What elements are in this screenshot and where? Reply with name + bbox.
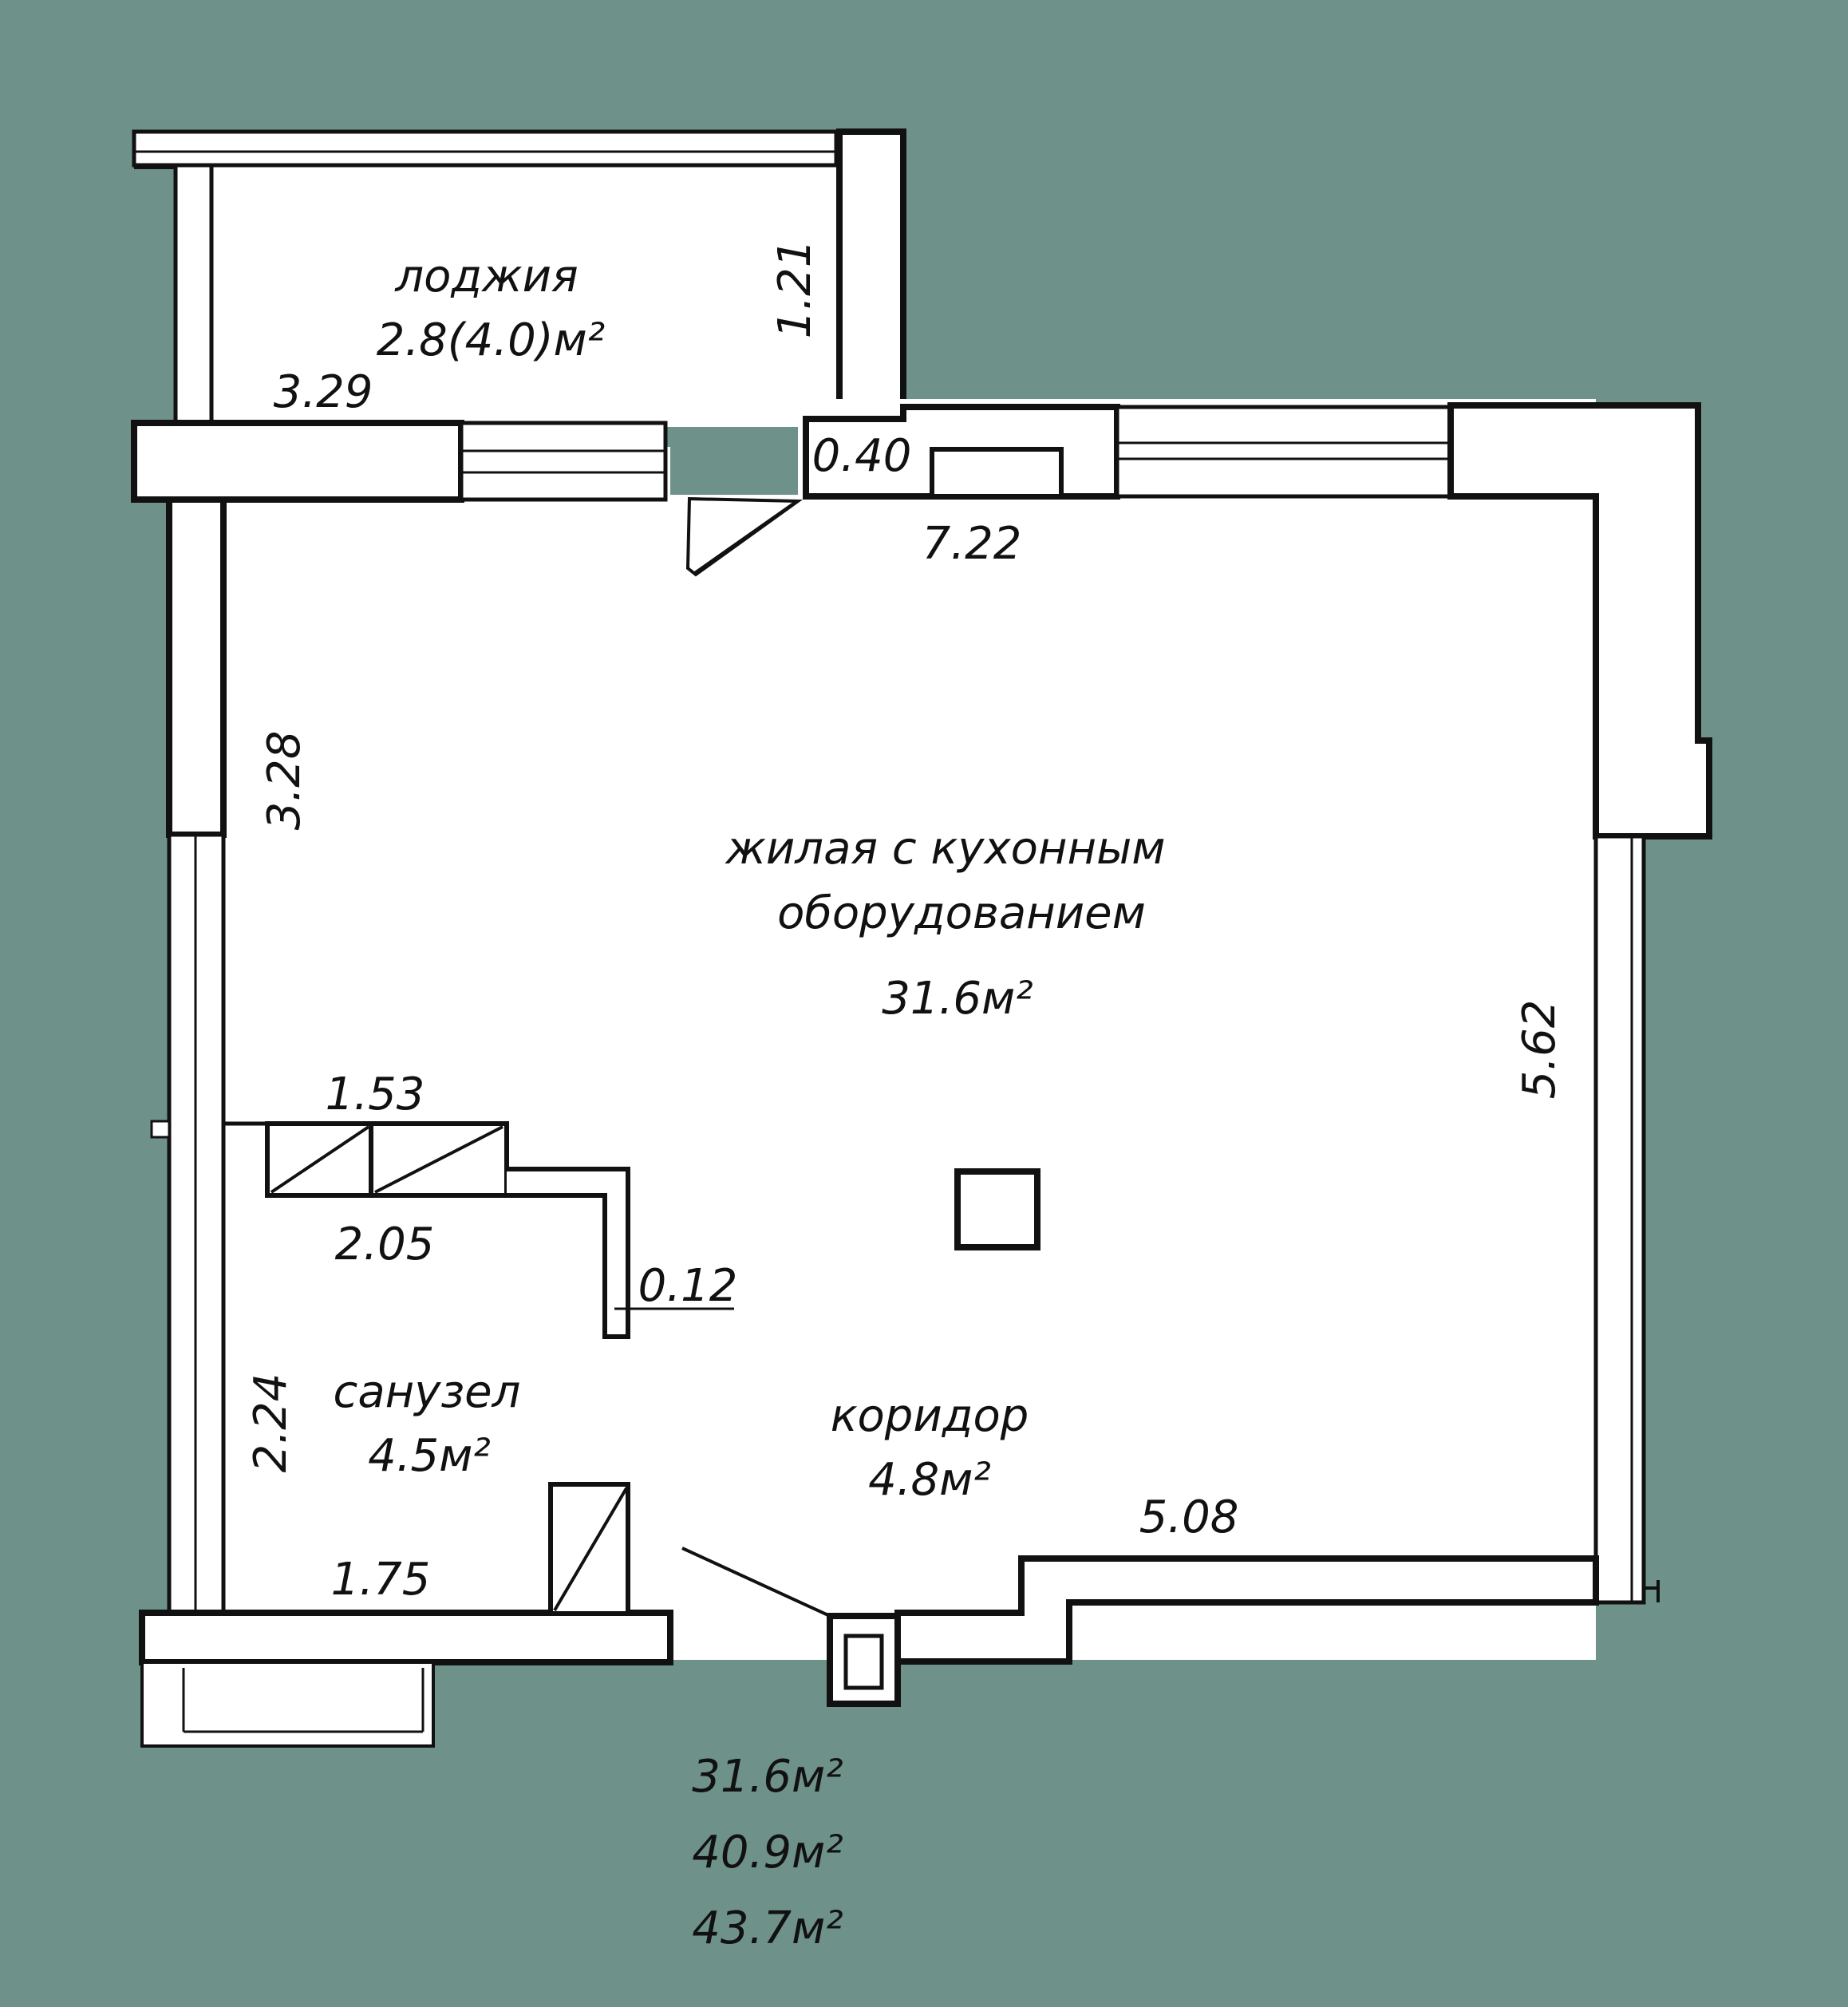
dim-bath-height: 2.24 [245, 1373, 297, 1473]
loggia-right-wall [836, 128, 906, 422]
window-right [1593, 834, 1646, 1605]
balcony-bottom [140, 1661, 435, 1748]
dim-partition: 0.12 [638, 1260, 738, 1312]
corridor-area: 4.8м² [868, 1454, 991, 1506]
dim-wall-segment: 0.40 [812, 430, 912, 482]
room-labels: лоджия 2.8(4.0)м² жилая с кухонным обору… [334, 251, 1166, 1506]
loggia-side-wall [173, 163, 214, 429]
bathroom-shaft [548, 1482, 630, 1616]
window-top [1115, 405, 1453, 499]
dim-cabinet-bottom: 2.05 [335, 1219, 435, 1270]
column [954, 1168, 1040, 1250]
bottom-right-wall [894, 1555, 1599, 1665]
loggia-name: лоджия [394, 251, 578, 302]
bathroom-partition [223, 1121, 734, 1339]
dim-loggia-width: 3.29 [274, 366, 373, 418]
left-wall [150, 496, 227, 1615]
living-name-line1: жилая с кухонным [724, 823, 1165, 875]
entry-door [681, 1547, 901, 1707]
bathroom-bottom-wall [139, 1610, 673, 1665]
dim-right-wall: 5.62 [1514, 1000, 1566, 1100]
total-general: 40.9м² [692, 1827, 843, 1879]
wall-niche [930, 447, 1064, 499]
right-wall [1447, 402, 1712, 1605]
living-area: 31.6м² [882, 973, 1033, 1025]
bathroom-name: санузел [334, 1366, 521, 1418]
left-wall-solid [166, 496, 227, 838]
window-loggia [459, 421, 668, 502]
dim-bath-width: 1.75 [331, 1554, 431, 1606]
living-name-line2: оборудованием [777, 887, 1146, 939]
bathroom-area: 4.5м² [368, 1430, 491, 1482]
dim-living-width: 7.22 [922, 518, 1022, 570]
dim-loggia-height: 1.21 [769, 239, 821, 339]
area-totals: 31.6м² 40.9м² 43.7м² [692, 1751, 843, 1954]
loggia-partition [131, 420, 668, 503]
wall-block [131, 420, 464, 503]
loggia-door-leaf [685, 496, 804, 577]
total-living: 31.6м² [692, 1751, 843, 1803]
dim-cabinet-top: 1.53 [326, 1069, 425, 1120]
loggia-area: 2.8(4.0)м² [377, 314, 606, 366]
total-with-loggia: 43.7м² [692, 1902, 843, 1954]
loggia-floor [207, 160, 846, 427]
dim-left-wall: 3.28 [259, 731, 310, 831]
bottom-left-wall [139, 1610, 673, 1748]
top-wall [803, 404, 1453, 500]
loggia-parapet [132, 129, 839, 168]
dim-corridor-width: 5.08 [1139, 1491, 1239, 1543]
corridor-name: коридор [831, 1390, 1029, 1442]
dimension-labels: 1.21 3.29 0.40 7.22 3.28 5.62 1.53 2.05 … [245, 239, 1566, 1606]
